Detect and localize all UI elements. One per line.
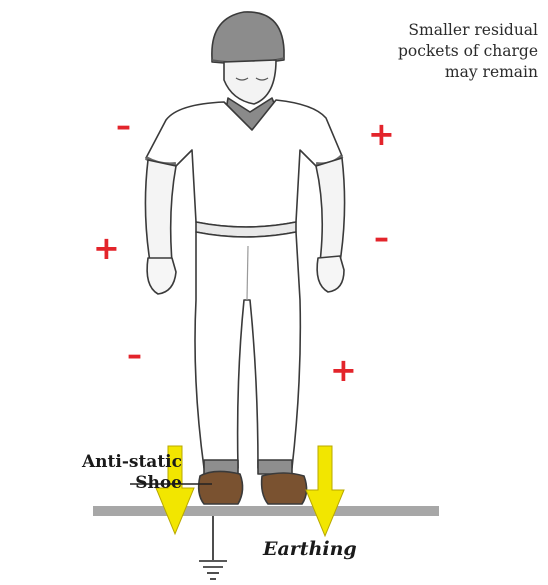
shoe-label-line-2: Shoe	[12, 473, 182, 494]
left-hand	[147, 258, 176, 294]
face	[224, 60, 276, 104]
right-arm	[316, 158, 345, 262]
negative-charge: –	[127, 341, 142, 371]
earthing-arrow-right	[306, 446, 344, 536]
positive-charge: +	[330, 354, 357, 386]
left-arm	[145, 160, 176, 262]
right-shoe	[262, 473, 307, 504]
note-line-1: Smaller residual	[298, 20, 538, 41]
positive-charge: +	[368, 118, 395, 150]
note-line-3: may remain	[298, 62, 538, 83]
negative-charge: –	[374, 224, 389, 254]
negative-charge: –	[116, 112, 131, 142]
hard-hat	[212, 12, 284, 64]
anti-static-shoe-label: Anti-static Shoe	[12, 452, 182, 494]
note-line-2: pockets of charge	[298, 41, 538, 62]
earthing-label: Earthing	[263, 538, 357, 560]
shoe-label-line-1: Anti-static	[12, 452, 182, 473]
positive-charge: +	[93, 232, 120, 264]
worker-figure	[145, 12, 344, 504]
left-shoe	[199, 471, 243, 504]
floor-plate	[93, 506, 439, 516]
ground-symbol	[199, 516, 227, 579]
right-hand	[317, 256, 344, 292]
residual-charge-note: Smaller residual pockets of charge may r…	[298, 20, 538, 83]
